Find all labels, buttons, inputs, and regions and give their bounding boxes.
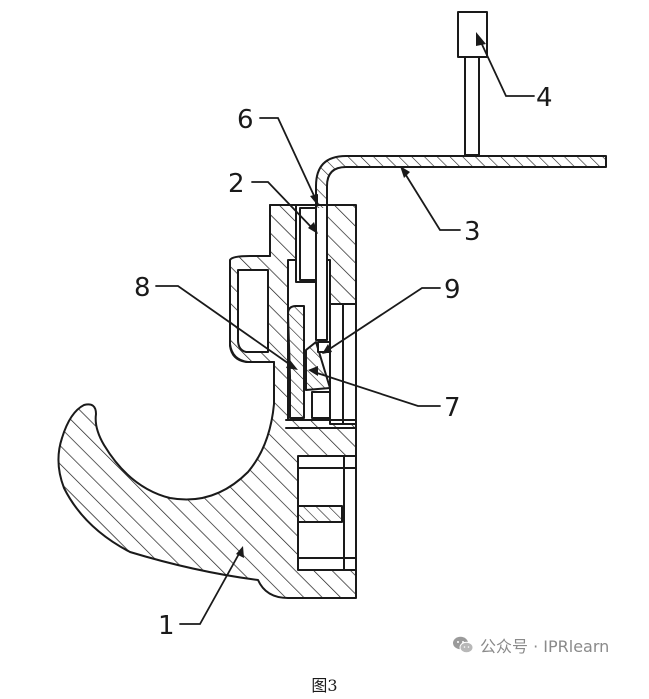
callout-3: 3 bbox=[464, 217, 481, 247]
callout-8: 8 bbox=[134, 273, 151, 303]
leader-2 bbox=[251, 181, 315, 231]
arrowhead-1 bbox=[236, 546, 244, 558]
leader-8 bbox=[155, 285, 293, 367]
part-3-plate bbox=[315, 155, 607, 211]
lower-slots bbox=[297, 455, 357, 571]
arrowhead-6 bbox=[310, 194, 318, 206]
watermark-text: 公众号 · IPRlearn bbox=[480, 637, 610, 656]
watermark: 公众号 · IPRlearn bbox=[452, 632, 609, 658]
wechat-icon bbox=[453, 636, 474, 654]
callout-6: 6 bbox=[237, 105, 254, 135]
leader-4 bbox=[478, 37, 535, 97]
arrowhead-4 bbox=[476, 32, 486, 46]
side-bracket bbox=[229, 265, 275, 363]
part-7-tooth bbox=[305, 341, 331, 419]
leader-6 bbox=[259, 117, 317, 201]
part-8-lever bbox=[287, 305, 305, 419]
leader-1 bbox=[179, 551, 241, 625]
callout-4: 4 bbox=[536, 83, 553, 113]
leader-9 bbox=[327, 287, 441, 351]
leader-7 bbox=[313, 371, 441, 407]
body-top-step bbox=[269, 204, 357, 429]
callout-2: 2 bbox=[228, 169, 245, 199]
side-rail bbox=[329, 303, 357, 425]
part-6-pin bbox=[315, 207, 328, 341]
callout-1: 1 bbox=[158, 611, 175, 641]
arrowhead-8 bbox=[286, 360, 298, 370]
leader-3 bbox=[403, 171, 461, 231]
figure-caption: 图3 bbox=[311, 676, 338, 695]
callout-9: 9 bbox=[444, 275, 461, 305]
arrowhead-2 bbox=[308, 222, 318, 234]
arrowhead-7 bbox=[308, 366, 318, 376]
callout-7: 7 bbox=[444, 393, 461, 423]
part-4-block bbox=[457, 11, 488, 156]
arrowhead-3 bbox=[400, 166, 410, 178]
arrowhead-9 bbox=[322, 344, 332, 354]
